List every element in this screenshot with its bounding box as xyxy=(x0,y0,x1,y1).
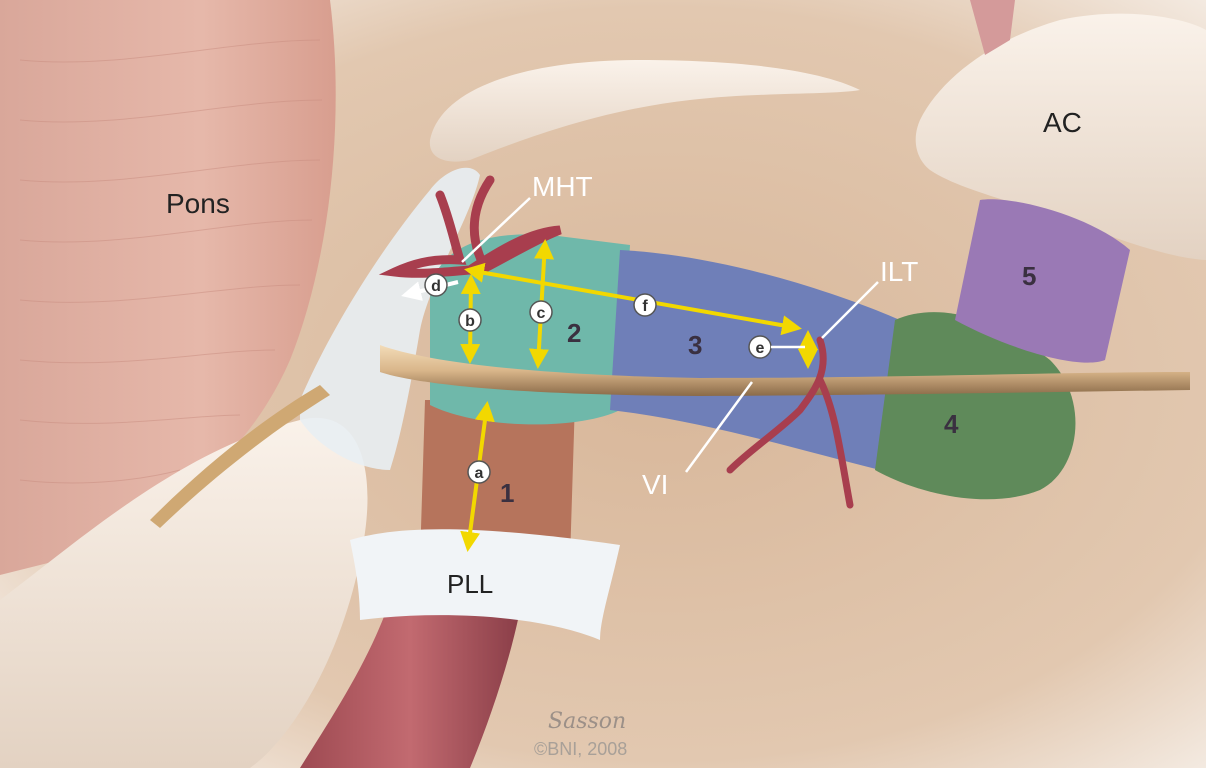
segment-5-label: 5 xyxy=(1022,261,1036,291)
segment-2-label: 2 xyxy=(567,318,581,348)
carotid-segment-5 xyxy=(955,199,1130,363)
segment-4-label: 4 xyxy=(944,409,959,439)
anterior-clinoid xyxy=(915,13,1206,261)
pons-structure xyxy=(0,0,336,575)
measure-label-f: f xyxy=(633,293,657,317)
copyright-text: ©BNI, 2008 xyxy=(534,739,627,759)
mht-leader xyxy=(461,197,531,263)
pons-fibers xyxy=(19,39,323,484)
svg-text:d: d xyxy=(431,278,441,295)
svg-text:f: f xyxy=(642,298,648,315)
segment-3-label: 3 xyxy=(688,330,702,360)
measure-label-a: a xyxy=(467,460,491,484)
svg-text:e: e xyxy=(756,340,765,357)
label-mht: MHT xyxy=(532,171,593,202)
label-vi: VI xyxy=(642,469,668,500)
abducens-nerve xyxy=(380,345,1190,396)
label-pons: Pons xyxy=(166,188,230,219)
measure-label-c: c xyxy=(529,300,553,324)
ilt-artery xyxy=(726,336,854,509)
ilt-leader xyxy=(821,281,879,339)
basilar-vessel xyxy=(300,600,520,768)
abducens-nerve-proximal xyxy=(150,385,330,528)
vessel-top xyxy=(970,0,1015,55)
carotid-segment-1 xyxy=(420,400,575,560)
svg-text:c: c xyxy=(537,305,546,322)
measure-label-b: b xyxy=(458,308,482,332)
svg-text:b: b xyxy=(465,313,475,330)
measure-label-e: e xyxy=(748,335,772,359)
svg-text:a: a xyxy=(475,465,484,482)
segment-1-label: 1 xyxy=(500,478,514,508)
artist-signature: Sasson xyxy=(548,709,626,734)
posterior-clinoid xyxy=(429,60,860,162)
measure-f xyxy=(464,262,802,336)
measure-label-d: d xyxy=(424,273,448,297)
label-ilt: ILT xyxy=(880,256,918,287)
pll-ligament xyxy=(350,529,620,640)
label-ac: AC xyxy=(1043,107,1082,138)
petroclival-ligament xyxy=(300,167,480,470)
label-pll: PLL xyxy=(447,569,493,599)
vi-leader xyxy=(684,381,754,473)
carotid-segment-4 xyxy=(875,312,1076,500)
clivus-bone xyxy=(0,417,368,768)
